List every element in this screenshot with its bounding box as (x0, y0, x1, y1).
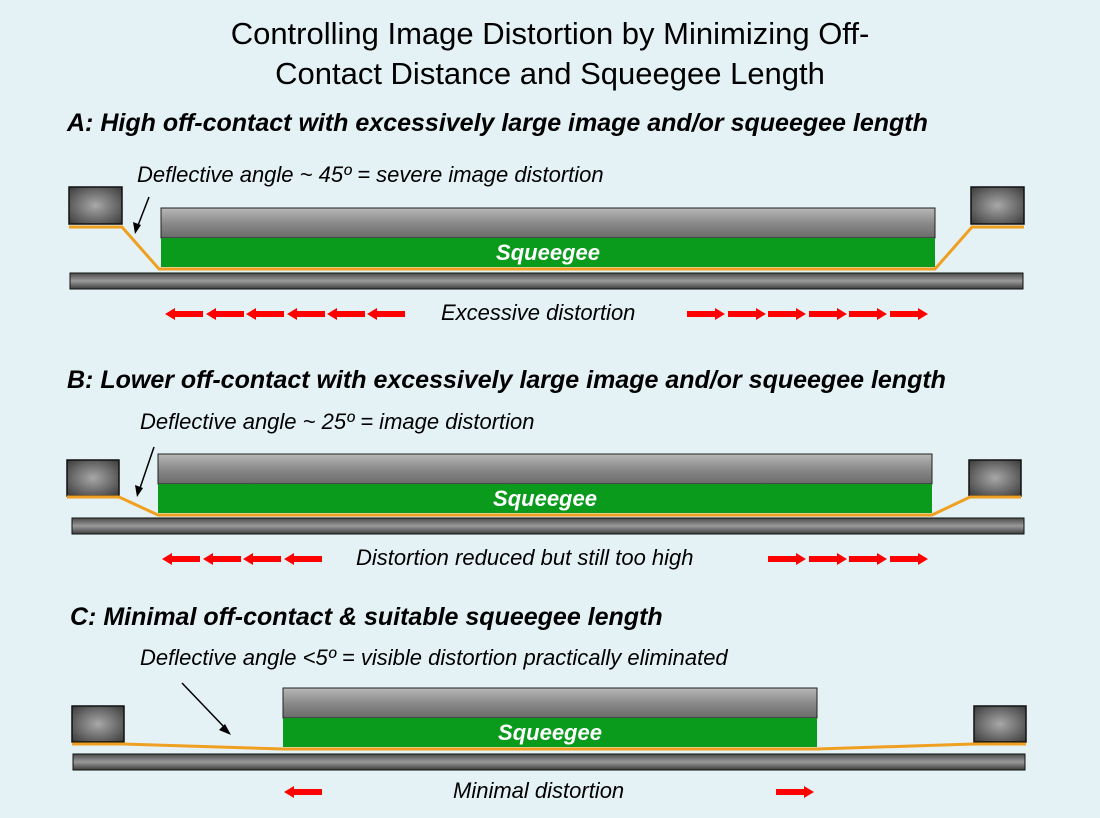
section-a-distortion-label: Excessive distortion (441, 300, 636, 325)
section-c-squeegee-label: Squeegee (498, 720, 602, 745)
frame-left (66, 459, 120, 497)
substrate (71, 517, 1025, 535)
section-a-heading: A: High off-contact with excessively lar… (67, 109, 928, 137)
distortion-arrows-right (776, 786, 814, 798)
substrate (72, 753, 1026, 771)
section-c-diagram (71, 682, 1027, 798)
section-b-distortion-label: Distortion reduced but still too high (356, 545, 694, 570)
section-c-angle-note: Deflective angle <5º = visible distortio… (140, 645, 728, 670)
screen-mesh (72, 742, 1026, 751)
squeegee-holder (282, 687, 818, 719)
pointer-arrow (181, 682, 231, 735)
distortion-arrows-right (687, 308, 928, 320)
section-b-squeegee-label: Squeegee (493, 486, 597, 511)
section-b-heading: B: Lower off-contact with excessively la… (67, 366, 946, 394)
screen-mesh (69, 225, 1024, 271)
frame-left (68, 186, 123, 225)
frame-right (968, 459, 1022, 497)
distortion-arrows-right (768, 553, 928, 565)
section-c-distortion-label: Minimal distortion (453, 778, 625, 803)
frame-right (970, 186, 1025, 225)
section-b-angle-note: Deflective angle ~ 25º = image distortio… (140, 409, 535, 434)
section-c-heading: C: Minimal off-contact & suitable squeeg… (70, 603, 663, 631)
frame-right (973, 705, 1027, 743)
frame-left (71, 705, 125, 743)
squeegee-blade (161, 238, 935, 267)
section-a-angle-note: Deflective angle ~ 45º = severe image di… (137, 162, 604, 187)
distortion-arrows-left (284, 786, 322, 798)
screen-mesh (67, 495, 1021, 517)
diagram-title: Controlling Image Distortion by Minimizi… (0, 14, 1100, 94)
squeegee-blade (158, 484, 932, 513)
squeegee-blade (283, 718, 817, 747)
title-line-2: Contact Distance and Squeegee Length (275, 56, 825, 91)
distortion-arrows-left (165, 308, 405, 320)
distortion-arrows-left (162, 553, 322, 565)
pointer-arrow (135, 446, 155, 497)
section-b-diagram (66, 446, 1025, 565)
substrate (69, 272, 1024, 290)
title-line-1: Controlling Image Distortion by Minimizi… (230, 16, 870, 51)
squeegee-holder (160, 207, 936, 239)
section-a-squeegee-label: Squeegee (496, 240, 600, 265)
squeegee-holder (157, 453, 933, 485)
section-a-diagram (68, 186, 1025, 320)
pointer-arrow (133, 196, 150, 234)
